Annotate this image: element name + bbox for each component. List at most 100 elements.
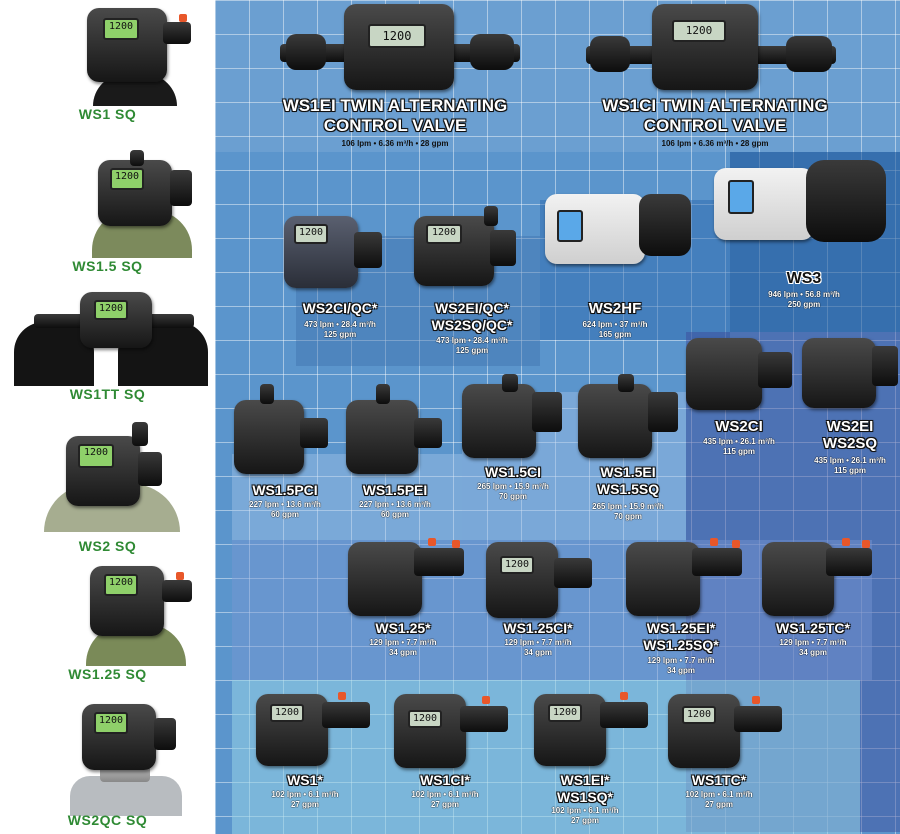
ws2ci-qc-spec-2: 125 gpm xyxy=(323,330,357,339)
ws1-5pei-spec-2: 60 gpm xyxy=(380,510,409,519)
ws1-25ei-valve-image xyxy=(626,534,746,618)
ws1ei-spec-2: 27 gpm xyxy=(570,816,599,825)
ws2hf-spec-2: 165 gpm xyxy=(598,330,632,339)
ws1ci-screen: 1200 xyxy=(408,710,442,728)
ws1-sq-label: WS1 SQ xyxy=(78,106,137,122)
sq-screen: 1200 xyxy=(78,444,114,468)
ws3-name: WS3 xyxy=(786,270,822,287)
ws2ei-qc-name-line2: WS2SQ/QC* xyxy=(431,317,513,333)
ws1-valve-image: 1200 xyxy=(256,688,374,768)
ws1-25-spec-2: 34 gpm xyxy=(388,648,417,657)
ws2ei-qc-name: WS2EI/QC* WS2SQ/QC* xyxy=(412,300,532,334)
ws3-spec-2: 250 gpm xyxy=(787,300,821,309)
sq-screen: 1200 xyxy=(103,18,139,40)
ws2ei-name: WS2EI WS2SQ xyxy=(800,418,900,452)
ws2ei-qc-screen: 1200 xyxy=(426,224,462,244)
ws1ei-twin-spec: 106 lpm • 6.36 m³/h • 28 gpm xyxy=(341,139,449,148)
ws1-25ci-screen: 1200 xyxy=(500,556,534,574)
ws1tc-screen: 1200 xyxy=(682,706,716,724)
ws1ci-twin-valve-image: 1200 xyxy=(586,4,836,94)
ws2ci-name: WS2CI xyxy=(715,418,763,435)
ws2ci-qc-screen: 1200 xyxy=(294,224,328,244)
ws1ei-twin-name: WS1EI TWIN ALTERNATING CONTROL VALVE xyxy=(260,96,530,136)
ws1-25ei-spec-2: 34 gpm xyxy=(666,666,695,675)
ws1-25-sq-valve-image: 1200 xyxy=(80,560,198,666)
twin-screen: 1200 xyxy=(368,24,426,48)
ws1-5pci-spec-1: 227 lpm • 13.6 m³/h xyxy=(249,500,321,509)
ws1-25-name: WS1.25* xyxy=(375,620,431,636)
ws2ei-valve-image xyxy=(802,326,900,410)
ws2ci-qc-valve-image: 1200 xyxy=(284,210,394,290)
ws2ei-name-line1: WS2EI xyxy=(826,418,874,435)
ws1tc-valve-image: 1200 xyxy=(668,690,786,770)
ws1-5ci-spec-1: 265 lpm • 15.9 m³/h xyxy=(477,482,549,491)
ws1ci-name: WS1CI* xyxy=(420,772,470,788)
ws1-25tc-name: WS1.25TC* xyxy=(776,620,850,636)
ws2hf-spec-1: 624 lpm • 37 m³/h xyxy=(582,320,648,329)
ws1-25ci-valve-image: 1200 xyxy=(486,536,596,620)
ws1-25ci-spec-1: 129 lpm • 7.7 m³/h xyxy=(504,638,572,647)
ws2ci-qc-spec-1: 473 lpm • 28.4 m³/h xyxy=(304,320,376,329)
ws1-5ei-name: WS1.5EI WS1.5SQ xyxy=(568,464,688,498)
sq-screen: 1200 xyxy=(94,712,128,734)
ws1-spec-1: 102 lpm • 6.1 m³/h xyxy=(271,790,339,799)
ws1-5ei-name-line1: WS1.5EI xyxy=(600,464,656,480)
ws1-25tc-spec-2: 34 gpm xyxy=(798,648,827,657)
ws1-25-valve-image xyxy=(348,534,468,618)
ws1-25ci-name: WS1.25CI* xyxy=(503,620,573,636)
sq-screen: 1200 xyxy=(94,300,128,320)
ws1ei-twin-valve-image: 1200 xyxy=(280,4,520,94)
ws1-25ei-name-line1: WS1.25EI* xyxy=(646,620,716,636)
ws1-25ei-spec-1: 129 lpm • 7.7 m³/h xyxy=(647,656,715,665)
ws2ei-spec-2: 115 gpm xyxy=(833,466,866,475)
ws1tc-spec-1: 102 lpm • 6.1 m³/h xyxy=(685,790,753,799)
ws1-5ci-name: WS1.5CI xyxy=(484,464,541,480)
ws1tt-sq-valve-image: 1200 xyxy=(14,288,210,386)
ws1-5pei-valve-image xyxy=(346,384,446,476)
ws1-5pci-spec-2: 60 gpm xyxy=(270,510,299,519)
ws2ci-qc-name: WS2CI/QC* xyxy=(302,300,378,316)
ws1-25-sq-label: WS1.25 SQ xyxy=(68,666,147,682)
ws1-25-spec-1: 129 lpm • 7.7 m³/h xyxy=(369,638,437,647)
ws1-5ci-spec-2: 70 gpm xyxy=(498,492,527,501)
ws1ci-twin-spec: 106 lpm • 6.36 m³/h • 28 gpm xyxy=(661,139,769,148)
ws1-25ei-name-line2: WS1.25SQ* xyxy=(643,637,719,653)
ws1-name: WS1* xyxy=(287,772,323,788)
sq-screen: 1200 xyxy=(110,168,144,190)
ws2qc-sq-label: WS2QC SQ xyxy=(67,812,148,828)
ws1ci-twin-name-line2: CONTROL VALVE xyxy=(643,116,787,135)
ws1tt-sq-label: WS1TT SQ xyxy=(69,386,146,402)
ws1ei-twin-name-line1: WS1EI TWIN ALTERNATING xyxy=(282,96,508,115)
ws2ei-name-line2: WS2SQ xyxy=(822,435,878,452)
ws2hf-valve-image xyxy=(545,190,695,268)
ws2ei-qc-spec-1: 473 lpm • 28.4 m³/h xyxy=(436,336,508,345)
ws2ei-qc-valve-image: 1200 xyxy=(414,206,524,290)
ws1-25tc-valve-image xyxy=(762,534,876,618)
ws1-5pci-name: WS1.5PCI xyxy=(252,482,318,498)
ws1ci-valve-image: 1200 xyxy=(394,690,512,770)
ws1-5ei-name-line2: WS1.5SQ xyxy=(596,481,660,497)
ws1-5ei-spec-2: 70 gpm xyxy=(613,512,642,521)
twin-screen: 1200 xyxy=(672,20,726,42)
ws1ei-name: WS1EI* WS1SQ* xyxy=(530,772,640,806)
ws2-sq-label: WS2 SQ xyxy=(78,538,137,554)
ws3-spec-1: 946 lpm • 56.8 m³/h xyxy=(768,290,840,299)
ws3-valve-image xyxy=(714,154,890,264)
ws1-5pei-name: WS1.5PEI xyxy=(362,482,428,498)
ws1-5pci-valve-image xyxy=(234,384,332,476)
ws2ei-spec-1: 435 lpm • 26.1 m³/h xyxy=(814,456,886,465)
ws1-screen: 1200 xyxy=(270,704,304,722)
ws1tc-name: WS1TC* xyxy=(691,772,747,788)
ws1ei-valve-image: 1200 xyxy=(534,688,652,768)
sq-series-column: 1200 WS1 SQ 1200 WS1.5 SQ 1200 WS1TT SQ … xyxy=(0,0,215,834)
ws1-5pei-spec-1: 227 lpm • 13.6 m³/h xyxy=(359,500,431,509)
ws1-sq-valve-image: 1200 xyxy=(75,2,195,106)
sq-screen: 1200 xyxy=(104,574,138,596)
ws2-sq-valve-image: 1200 xyxy=(44,422,180,532)
ws2ci-spec-1: 435 lpm • 26.1 m³/h xyxy=(703,437,775,446)
ws2qc-sq-valve-image: 1200 xyxy=(60,700,190,816)
ws1ei-name-line2: WS1SQ* xyxy=(556,789,613,805)
ws1-25tc-spec-1: 129 lpm • 7.7 m³/h xyxy=(779,638,847,647)
ws1ei-twin-name-line2: CONTROL VALVE xyxy=(323,116,467,135)
ws1-5-sq-label: WS1.5 SQ xyxy=(72,258,143,274)
